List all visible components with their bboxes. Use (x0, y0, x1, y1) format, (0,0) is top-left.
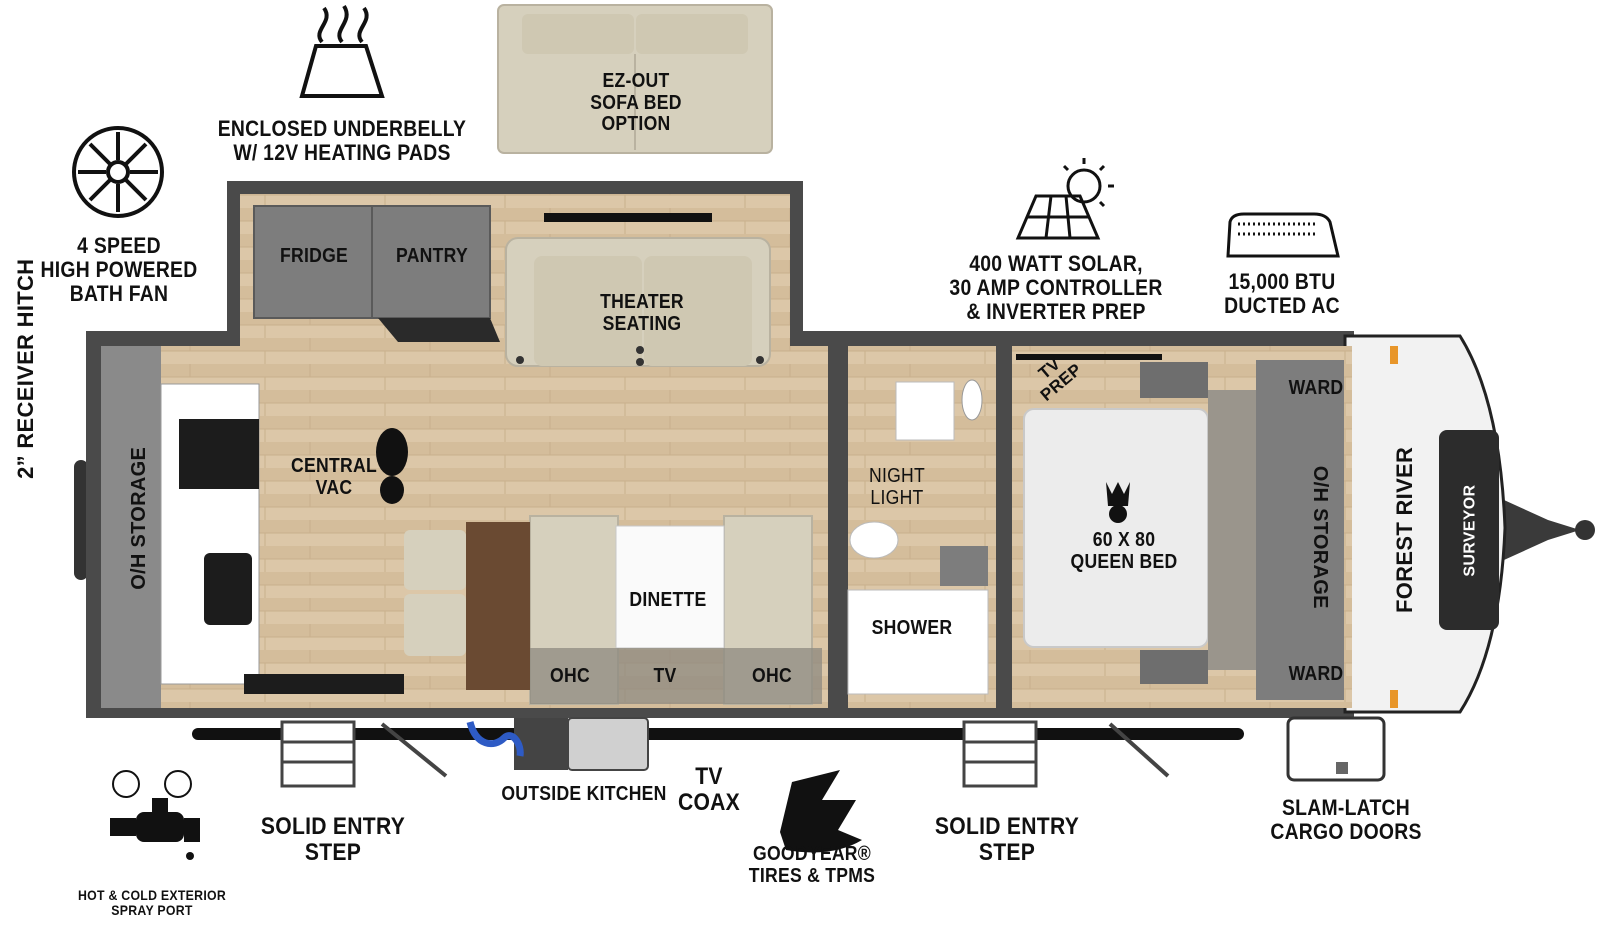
entry-step-left-label: SOLID ENTRY STEP (260, 813, 406, 866)
tv-label: TV (653, 665, 677, 687)
pantry-shelf (378, 318, 500, 342)
sink (204, 553, 252, 625)
hitch (1504, 500, 1595, 560)
solar-panel-icon (1015, 158, 1114, 240)
boot-print-icon (376, 428, 408, 504)
night-light-label: NIGHT LIGHT (868, 465, 926, 509)
pantry-label: PANTRY (396, 245, 468, 267)
rear-wall-storage (101, 346, 161, 708)
solar-label: 400 WATT SOLAR, 30 AMP CONTROLLER & INVE… (949, 251, 1163, 324)
stove (179, 419, 259, 489)
bath-wall-right (996, 346, 1012, 708)
ward-bottom-label: WARD (1288, 663, 1344, 685)
fan-icon (72, 126, 164, 218)
cargo-latch (1336, 762, 1348, 774)
brand-model-label: SURVEYOR (1461, 484, 1479, 577)
cargo-door (1286, 716, 1386, 782)
wardrobe-column (1256, 360, 1344, 700)
spray-port-label: HOT & COLD EXTERIOR SPRAY PORT (77, 887, 227, 919)
bath-fan-label: 4 SPEED HIGH POWERED BATH FAN (40, 233, 198, 306)
door-swing-right (1108, 722, 1170, 778)
receiver-hitch-label: 2” RECEIVER HITCH (13, 258, 39, 479)
theater-seating-label: THEATER SEATING (600, 291, 684, 335)
cargo-doors-label: SLAM-LATCH CARGO DOORS (1270, 795, 1422, 844)
bath-vanity (895, 381, 955, 441)
rear-bumper (74, 460, 88, 580)
entry-step-left (280, 720, 356, 788)
central-vac-label: CENTRAL VAC (291, 455, 377, 499)
bath-linen (940, 546, 988, 586)
tire-wing-icon (780, 770, 862, 853)
spray-port-icon (110, 770, 200, 860)
bed-label: 60 X 80 QUEEN BED (1070, 529, 1178, 573)
ward-top-label: WARD (1288, 377, 1344, 399)
ohc-right-label: OHC (752, 665, 792, 687)
outside-kitchen-grill (567, 717, 649, 771)
dinette-table (615, 525, 725, 649)
rear-door-mat (244, 674, 404, 694)
crown-icon (1106, 482, 1130, 523)
oh-storage-right-label: O/H STORAGE (1308, 465, 1331, 609)
entry-step-right-label: SOLID ENTRY STEP (934, 813, 1080, 866)
shower-label: SHOWER (871, 617, 953, 639)
outside-kitchen-box (514, 718, 568, 770)
recliner-left-2 (404, 594, 466, 656)
shower-pan (847, 589, 989, 695)
dinette-label: DINETTE (629, 589, 707, 611)
nightstand-top (1140, 362, 1208, 398)
ohc-strip (530, 648, 822, 704)
recliner-left (404, 530, 466, 590)
heat-icon (299, 4, 385, 98)
ohc-left-label: OHC (550, 665, 590, 687)
sofa-bed-label: EZ-OUT SOFA BED OPTION (590, 70, 682, 136)
brand-maker-label: FOREST RIVER (1392, 446, 1418, 613)
front-cap-badge (1439, 430, 1499, 630)
marker-light-top (1390, 346, 1398, 364)
fridge-label: FRIDGE (279, 245, 349, 267)
tv-coax-label: TV COAX (677, 763, 741, 816)
theater-seating (505, 237, 771, 367)
oh-storage-left-label: O/H STORAGE (128, 446, 151, 590)
tv-cabinet (466, 522, 530, 690)
tires-label: GOODYEAR® TIRES & TPMS (748, 843, 876, 887)
bed-headboard-area (1208, 390, 1256, 670)
bath-mirror (961, 379, 983, 421)
sofa-bed-illustration (497, 4, 773, 154)
ac-label: 15,000 BTU DUCTED AC (1224, 269, 1340, 318)
marker-light-bottom (1390, 690, 1398, 708)
nightstand-bottom (1140, 650, 1208, 684)
bedroom-tv (1016, 354, 1162, 360)
door-swing-left (380, 722, 448, 778)
pantry (371, 205, 491, 319)
outside-kitchen-label: OUTSIDE KITCHEN (501, 783, 667, 805)
bed (1023, 408, 1209, 648)
toilet (849, 521, 899, 559)
hose-icon (466, 720, 524, 757)
bath-wall-left (828, 346, 848, 708)
slide-tv (544, 213, 712, 222)
entry-step-right (962, 720, 1038, 788)
underbelly-label: ENCLOSED UNDERBELLY W/ 12V HEATING PADS (217, 116, 467, 165)
ac-unit-icon (1226, 212, 1340, 258)
